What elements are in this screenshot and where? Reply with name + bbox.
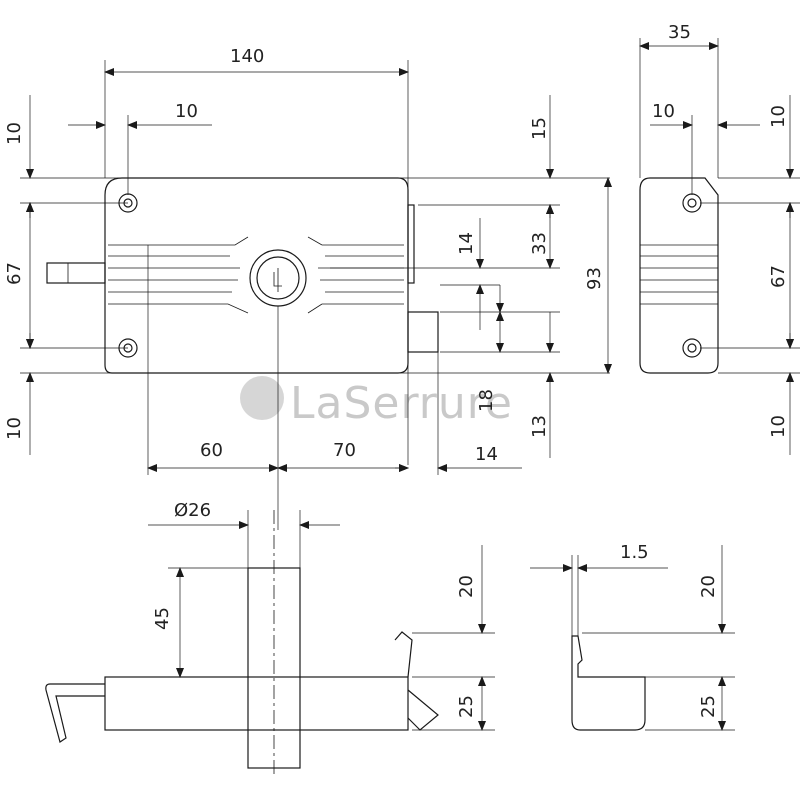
side-fixing-hole-top	[682, 193, 702, 213]
dim-hole-spacing: 67	[4, 262, 25, 285]
strike-plate-outline	[571, 635, 646, 731]
bottom-view-dimensions: Ø26 45 20 25	[148, 500, 495, 731]
dim-hole-from-edge: 10	[175, 101, 198, 122]
bolt-handle-left	[46, 262, 106, 284]
watermark-text: LaSerrure	[290, 378, 513, 429]
dim-bolt-height: 18	[476, 389, 497, 412]
lock-case-bottom	[104, 676, 409, 731]
strike-latch	[394, 631, 439, 731]
dim-top-offset: 10	[4, 122, 25, 145]
front-view	[46, 177, 439, 374]
bottom-view	[45, 510, 439, 775]
strike-view-dimensions: 1.5 20 25	[530, 542, 735, 731]
latch-tab-right	[407, 204, 415, 284]
bolt-right	[407, 311, 439, 353]
dim-side-top-offset: 10	[768, 105, 789, 128]
dim-top-to-cylinder: 15	[529, 117, 550, 140]
decorative-grooves	[108, 236, 404, 314]
dim-cylinder-diameter: Ø26	[174, 500, 211, 521]
dim-cylinder-to-edge: 70	[333, 440, 356, 461]
side-body-outline	[639, 177, 719, 374]
watermark-logo-icon	[240, 376, 284, 420]
dim-body-height: 25	[456, 695, 477, 718]
dim-total-height: 93	[584, 267, 605, 290]
hook-handle	[45, 683, 105, 743]
dim-bolt-projection: 14	[475, 444, 498, 465]
strike-view	[571, 635, 646, 731]
dim-overall-width: 140	[230, 46, 264, 67]
side-fixing-hole-bottom	[682, 338, 702, 358]
dim-cylinder-height: 33	[529, 232, 550, 255]
side-grooves	[640, 244, 718, 305]
dim-strike-thickness: 1.5	[620, 542, 649, 563]
dim-cylinder-projection: 45	[152, 607, 173, 630]
dim-bottom-offset: 10	[4, 417, 25, 440]
dim-strike-height: 20	[456, 575, 477, 598]
dim-strike-body-height: 25	[698, 695, 719, 718]
dim-side-hole-spacing: 67	[768, 265, 789, 288]
dim-bolt-to-bottom: 13	[529, 415, 550, 438]
side-view	[639, 177, 719, 374]
front-view-dimensions: 140 10 10 67 10 60 70 14 15 33 14	[4, 46, 612, 530]
dim-side-depth: 35	[668, 22, 691, 43]
lock-body-outline	[104, 177, 409, 374]
watermark: LaSerrure	[240, 376, 513, 429]
dim-side-bottom-offset: 10	[768, 415, 789, 438]
key-cylinder	[249, 249, 307, 307]
dim-strike-view-height: 20	[698, 575, 719, 598]
dim-side-hole-from-edge: 10	[652, 101, 675, 122]
dim-keyway-height: 14	[456, 232, 477, 255]
side-view-dimensions: 35 10 10 67 10	[639, 22, 800, 455]
dim-cylinder-from-hole: 60	[200, 440, 223, 461]
